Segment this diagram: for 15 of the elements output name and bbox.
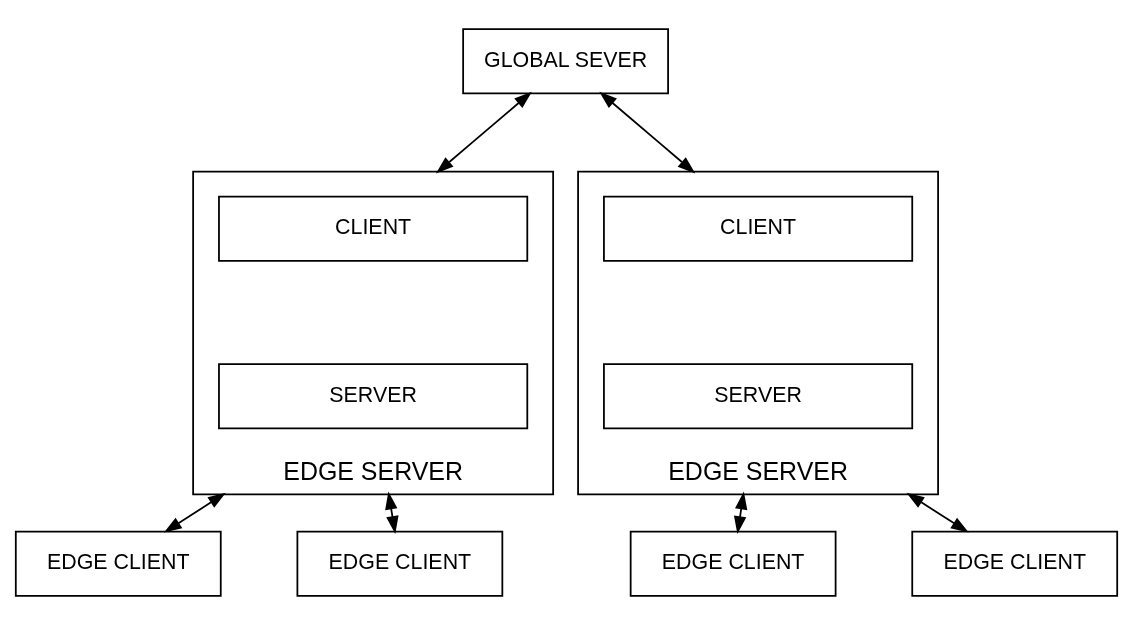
node-box: CLIENT xyxy=(603,195,914,262)
node-box: EDGE CLIENT xyxy=(629,530,837,597)
arrow xyxy=(435,91,532,173)
node-box: SERVER xyxy=(218,362,529,429)
node-box: EDGE CLIENT xyxy=(911,530,1119,597)
arrow xyxy=(163,492,226,533)
arrow xyxy=(906,492,969,533)
node-box: GLOBAL SEVER xyxy=(462,27,669,94)
node-box: CLIENT xyxy=(218,195,529,262)
arrow xyxy=(599,91,696,173)
node-box: EDGE CLIENT xyxy=(14,530,222,597)
node-box: EDGE CLIENT xyxy=(296,530,504,597)
arrow xyxy=(385,491,399,534)
node-box: SERVER xyxy=(603,362,914,429)
arrow xyxy=(733,491,748,534)
